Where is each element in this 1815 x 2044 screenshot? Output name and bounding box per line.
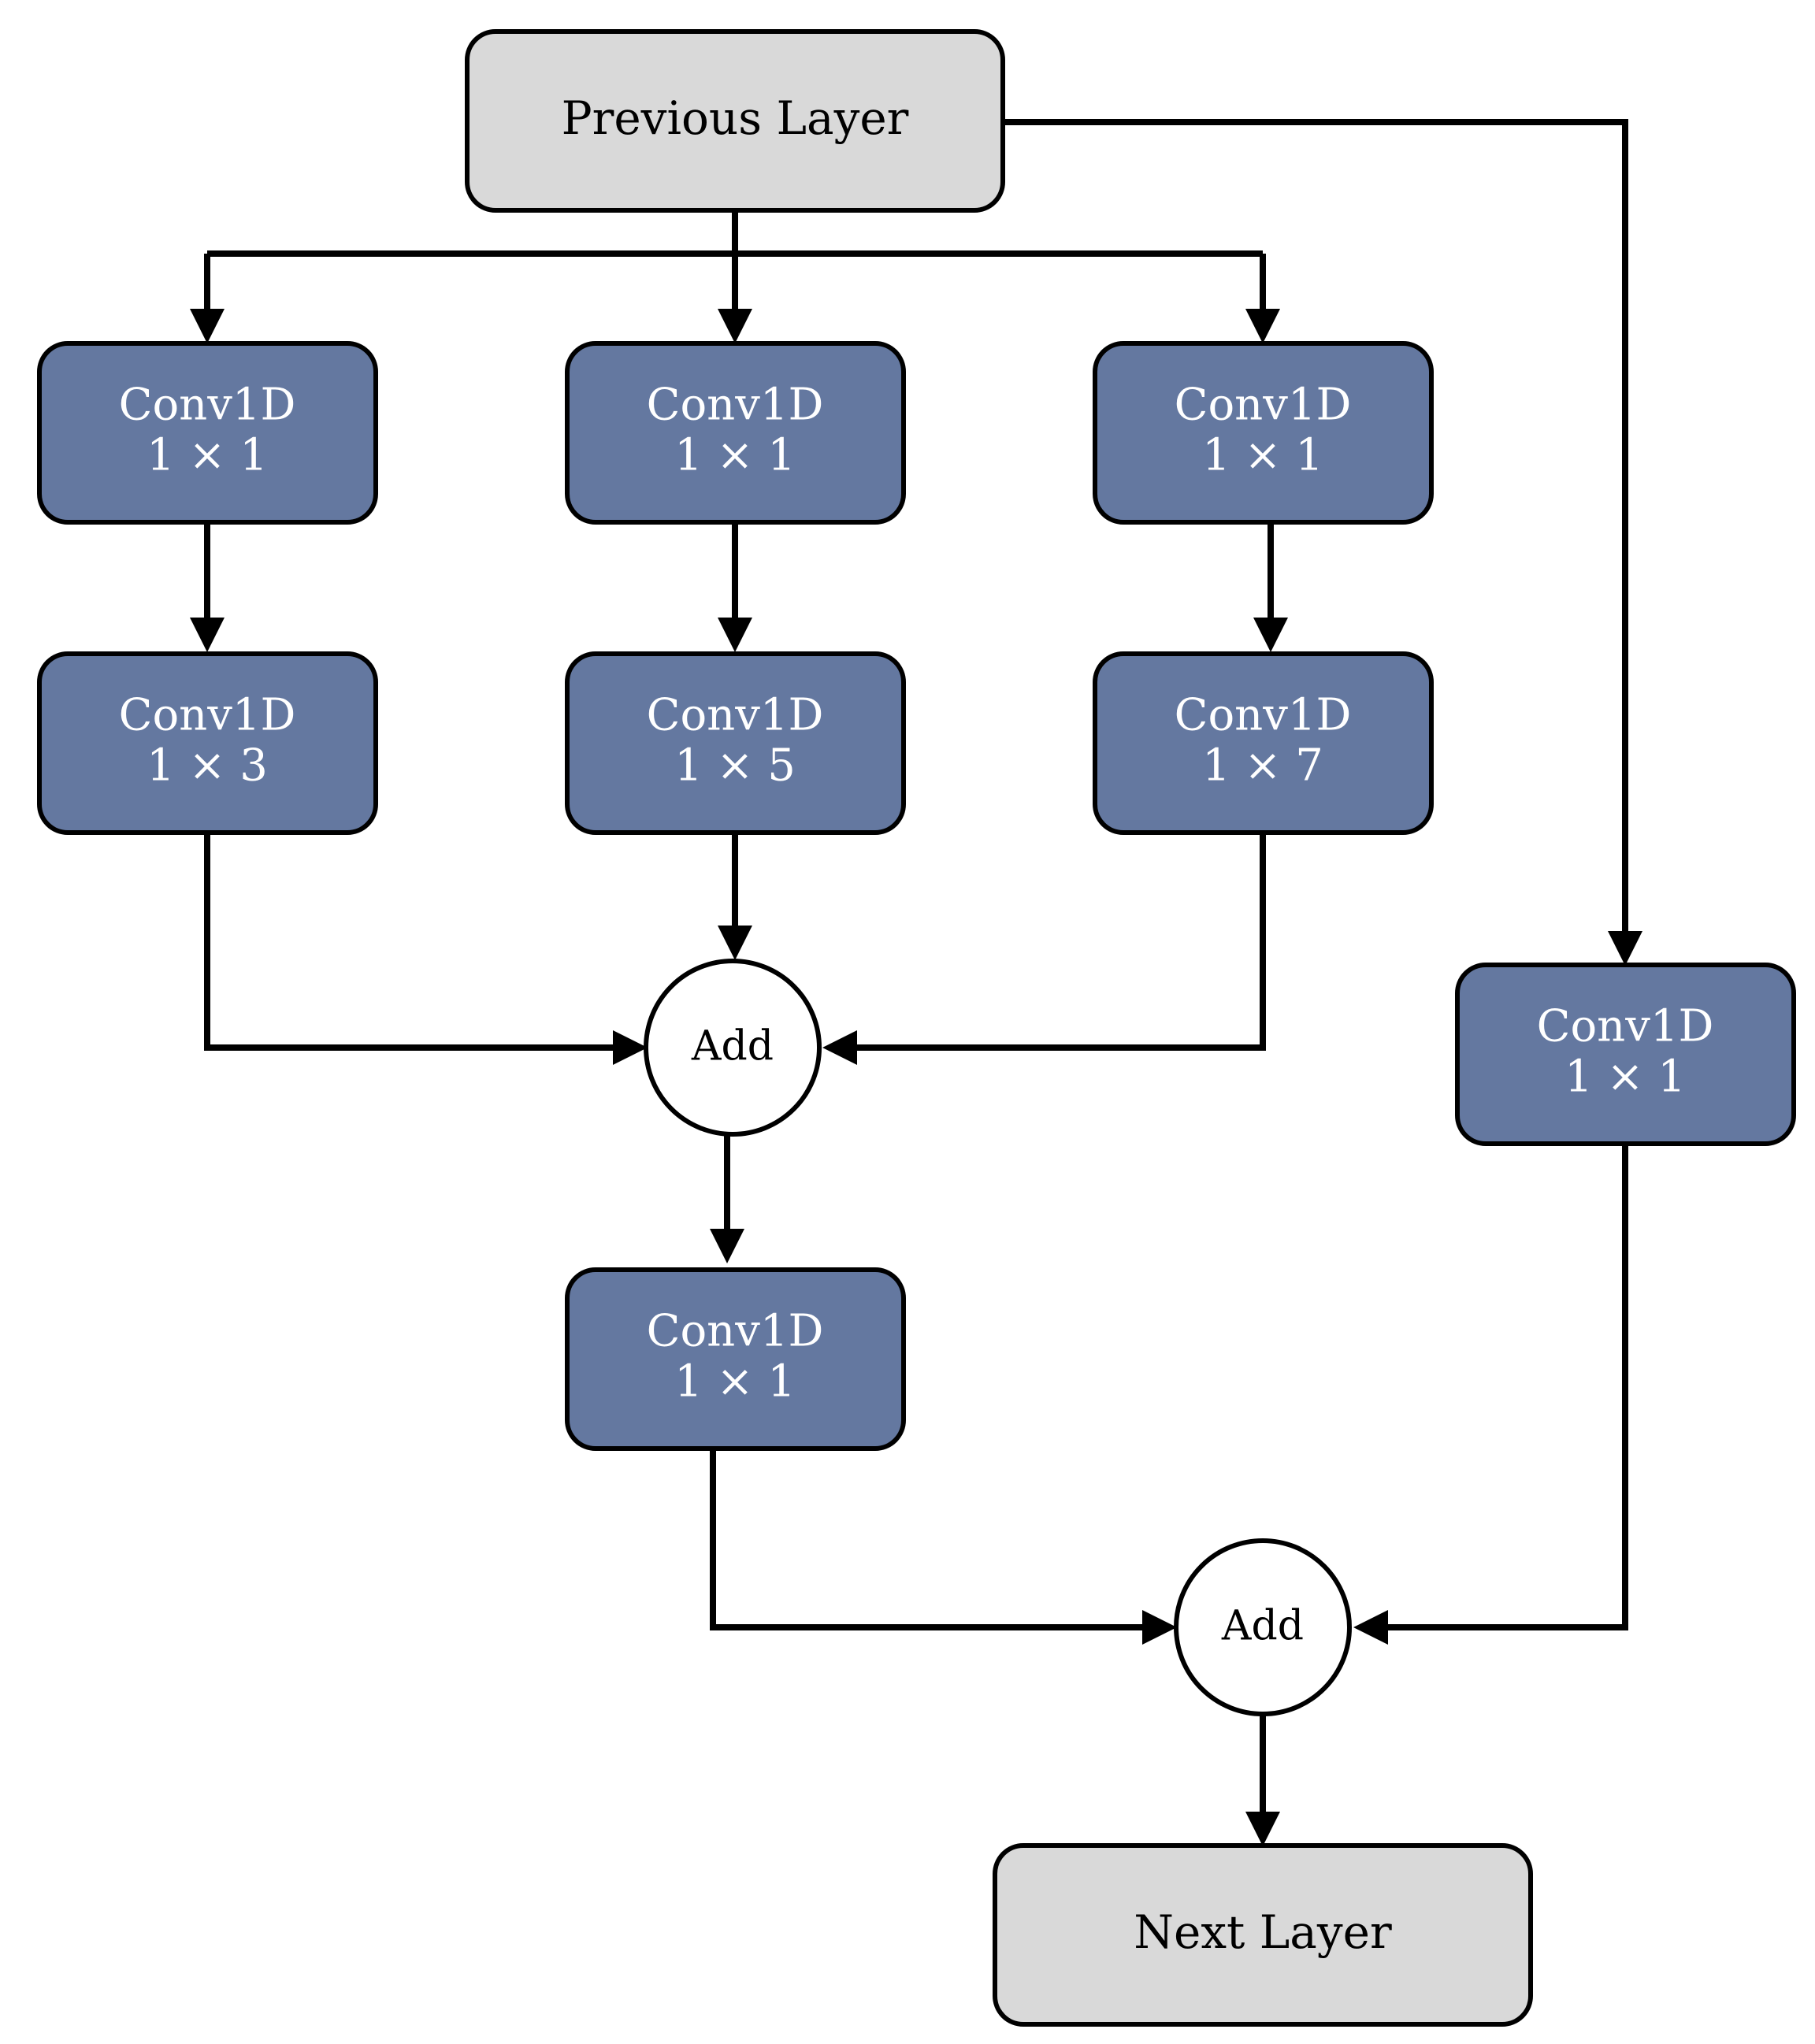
arrowhead-b2-conv-b [718, 618, 752, 652]
arrowhead-add2-right [1353, 1610, 1388, 1645]
edge-b3-to-add1 [852, 833, 1266, 1051]
merge-conv-size: 1 × 1 [674, 1356, 796, 1408]
merge-conv-name: Conv1D [647, 1306, 824, 1357]
branch2-conv-1x5-node: Conv1D 1 × 5 [565, 651, 906, 835]
branch1-conv-1x3-node: Conv1D 1 × 3 [37, 651, 378, 835]
shortcut-conv-1x1-node: Conv1D 1 × 1 [1455, 963, 1796, 1146]
next-layer-label: Next Layer [1134, 1905, 1392, 1959]
branch1-conv-b-name: Conv1D [119, 690, 296, 741]
arrowhead-b3-conv-b [1253, 618, 1288, 652]
add-node-2: Add [1174, 1538, 1352, 1716]
branch1-conv-a-size: 1 × 1 [147, 430, 268, 481]
add-node-1: Add [644, 959, 822, 1137]
previous-layer-node: Previous Layer [465, 29, 1005, 213]
branch3-conv-b-name: Conv1D [1175, 690, 1352, 741]
arrowhead-branch2-top [718, 309, 752, 343]
branch1-conv-b-size: 1 × 3 [147, 740, 268, 792]
branch3-conv-b-size: 1 × 7 [1202, 740, 1323, 792]
branch2-conv-1x1-node: Conv1D 1 × 1 [565, 341, 906, 525]
shortcut-conv-size: 1 × 1 [1564, 1052, 1686, 1103]
arrowhead-add1-left [613, 1030, 648, 1065]
arrowhead-branch3-top [1245, 309, 1280, 343]
branch2-conv-b-name: Conv1D [647, 690, 824, 741]
branch2-conv-b-size: 1 × 5 [674, 740, 796, 792]
branch3-conv-a-name: Conv1D [1175, 380, 1352, 431]
shortcut-conv-name: Conv1D [1537, 1001, 1714, 1052]
edge-prev-to-shortcut-conv [1004, 119, 1628, 937]
branch2-conv-a-size: 1 × 1 [674, 430, 796, 481]
arrowheads [190, 309, 1642, 1846]
arrowhead-add1-right [822, 1030, 857, 1065]
branch2-conv-a-name: Conv1D [647, 380, 824, 431]
branch3-conv-1x7-node: Conv1D 1 × 7 [1093, 651, 1434, 835]
arrowhead-add1-top [718, 926, 752, 960]
arrowhead-next-layer [1245, 1812, 1280, 1846]
edge-shortcut-conv-to-add2 [1383, 1142, 1628, 1630]
add-node-2-label: Add [1221, 1603, 1304, 1650]
add-node-1-label: Add [691, 1023, 774, 1070]
branch3-conv-1x1-node: Conv1D 1 × 1 [1093, 341, 1434, 525]
arrowhead-merge-conv [710, 1229, 744, 1263]
edge-merge-conv-to-add2 [710, 1449, 1149, 1630]
edge-b1-to-add1 [204, 833, 618, 1051]
arrowhead-shortcut-conv [1608, 931, 1642, 966]
arrowhead-branch1-top [190, 309, 225, 343]
branch3-conv-a-size: 1 × 1 [1202, 430, 1323, 481]
arrowhead-b1-conv-b [190, 618, 225, 652]
branch1-conv-1x1-node: Conv1D 1 × 1 [37, 341, 378, 525]
edges [204, 119, 1628, 1818]
merge-conv-1x1-node: Conv1D 1 × 1 [565, 1267, 906, 1451]
previous-layer-label: Previous Layer [562, 91, 909, 145]
branch1-conv-a-name: Conv1D [119, 380, 296, 431]
arrowhead-add2-left [1142, 1610, 1177, 1645]
next-layer-node: Next Layer [993, 1843, 1533, 2027]
